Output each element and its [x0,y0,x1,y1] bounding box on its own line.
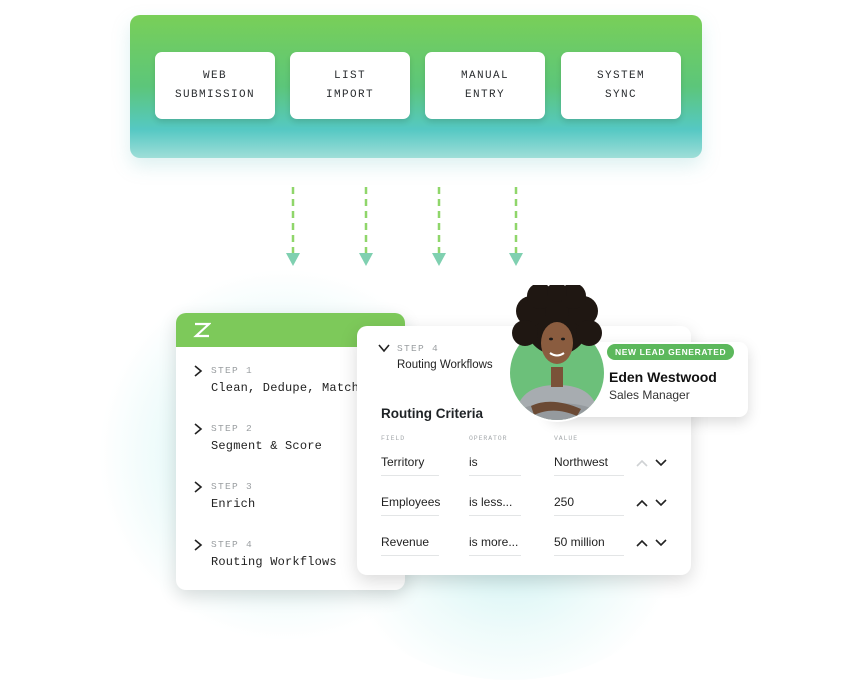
step-label: STEP 3 [211,481,254,492]
criteria-value[interactable]: Northwest [554,455,624,476]
step-title: Enrich [211,497,256,511]
flow-arrow-1 [286,187,300,266]
lead-role: Sales Manager [609,388,690,402]
criteria-operator[interactable]: is more... [469,535,521,556]
routing-criteria-heading: Routing Criteria [381,406,484,421]
chevron-down-icon[interactable] [655,499,667,507]
chevron-down-icon[interactable] [655,459,667,467]
criteria-operator[interactable]: is [469,455,521,476]
criteria-field[interactable]: Territory [381,455,439,476]
criteria-value[interactable]: 250 [554,495,624,516]
source-list-import[interactable]: LIST IMPORT [290,52,410,119]
step-label: STEP 1 [211,365,254,376]
flow-arrow-3 [432,187,446,266]
step-title: Routing Workflows [211,555,337,569]
source-web-submission[interactable]: WEB SUBMISSION [155,52,275,119]
routing-step-label: STEP 4 [397,343,440,354]
flow-arrow-4 [509,187,523,266]
new-lead-badge: NEW LEAD GENERATED [607,344,735,360]
source-manual-entry[interactable]: MANUAL ENTRY [425,52,545,119]
criteria-field[interactable]: Revenue [381,535,439,556]
step-item-4[interactable]: STEP 4 Routing Workflows [193,539,393,571]
chevron-up-icon[interactable] [636,499,648,507]
lead-avatar [508,285,606,422]
step-title: Clean, Dedupe, Match [211,381,360,395]
column-header-field: FIELD [381,435,406,442]
step-item-3[interactable]: STEP 3 Enrich [193,481,393,513]
chevron-up-icon[interactable] [636,539,648,547]
criteria-field[interactable]: Employees [381,495,440,516]
chevron-right-icon [194,539,203,551]
chevron-right-icon [194,365,203,377]
column-header-value: VALUE [554,435,579,442]
column-header-operator: OPERATOR [469,435,508,442]
z-logo-icon [193,322,211,338]
chevron-up-icon[interactable] [636,459,648,467]
step-title: Segment & Score [211,439,323,453]
step-label: STEP 4 [211,539,254,550]
criteria-value[interactable]: 50 million [554,535,624,556]
routing-step-title: Routing Workflows [397,359,493,371]
lead-name: Eden Westwood [609,369,717,385]
criteria-operator[interactable]: is less... [469,495,521,516]
chevron-down-icon[interactable] [378,343,390,353]
chevron-down-icon[interactable] [655,539,667,547]
chevron-right-icon [194,423,203,435]
lead-sources-panel: WEB SUBMISSION LIST IMPORT MANUAL ENTRY … [130,15,702,158]
step-item-2[interactable]: STEP 2 Segment & Score [193,423,393,455]
chevron-right-icon [194,481,203,493]
step-item-1[interactable]: STEP 1 Clean, Dedupe, Match [193,365,393,397]
flow-arrow-2 [359,187,373,266]
source-system-sync[interactable]: SYSTEM SYNC [561,52,681,119]
step-label: STEP 2 [211,423,254,434]
